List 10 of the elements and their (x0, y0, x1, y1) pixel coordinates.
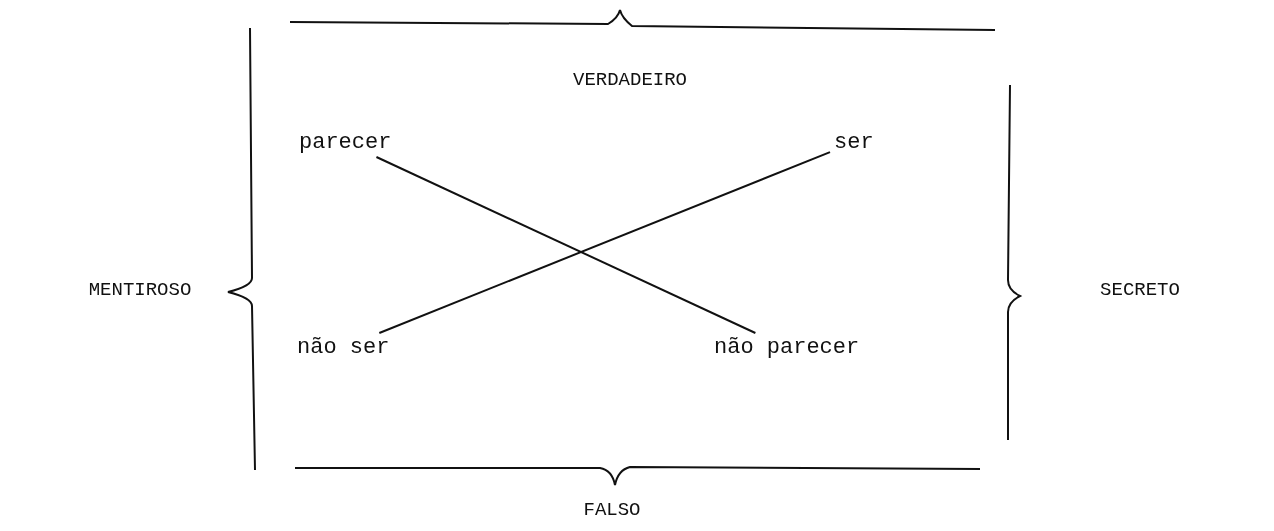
category-label: SECRETO (1100, 279, 1180, 301)
category-label: VERDADEIRO (573, 69, 687, 91)
connecting-line (375, 156, 757, 334)
term-label: parecer (295, 128, 396, 157)
term-label: não ser (293, 333, 394, 362)
term-label: não parecer (710, 333, 864, 362)
term-label: ser (830, 128, 878, 157)
connecting-line (378, 151, 831, 334)
category-label: FALSO (583, 499, 641, 521)
category-label: MENTIROSO (88, 279, 192, 301)
